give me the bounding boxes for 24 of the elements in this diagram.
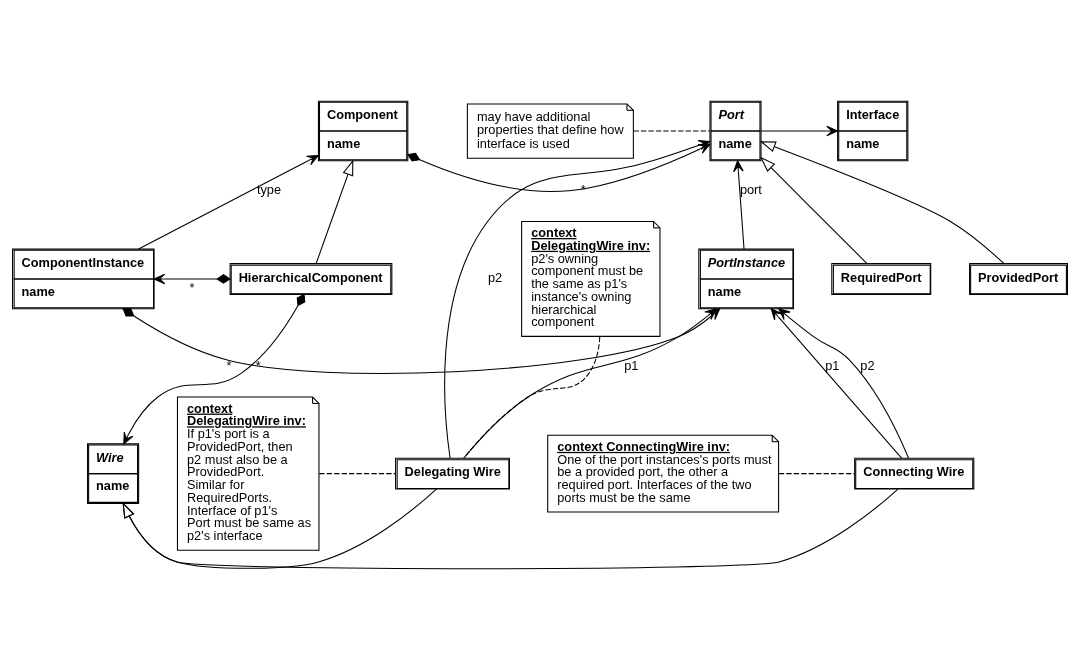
edge-label: *: [255, 357, 261, 373]
arrow: [122, 488, 899, 569]
edge-label: p2: [487, 269, 503, 285]
edge-label: *: [580, 181, 586, 197]
arrow: [760, 156, 868, 264]
edge-label: *: [226, 357, 232, 373]
edge-label: p2: [860, 357, 875, 373]
arrow: [760, 125, 838, 136]
arrow: [733, 159, 745, 250]
edge-label: p1: [825, 357, 840, 373]
arrow: [759, 140, 1005, 264]
arrow: [138, 154, 319, 250]
arrow: [123, 293, 306, 444]
edge-label: *: [189, 279, 195, 295]
connector: [318, 472, 396, 474]
edge-label: type: [256, 181, 282, 197]
arrow: [122, 488, 437, 569]
arrow: [315, 159, 354, 264]
edge-label: port: [739, 181, 762, 197]
connector: [633, 130, 711, 132]
connector: [778, 472, 855, 474]
arrow: [153, 273, 231, 284]
edge-label: p1: [624, 357, 639, 373]
arrow: [463, 307, 717, 459]
